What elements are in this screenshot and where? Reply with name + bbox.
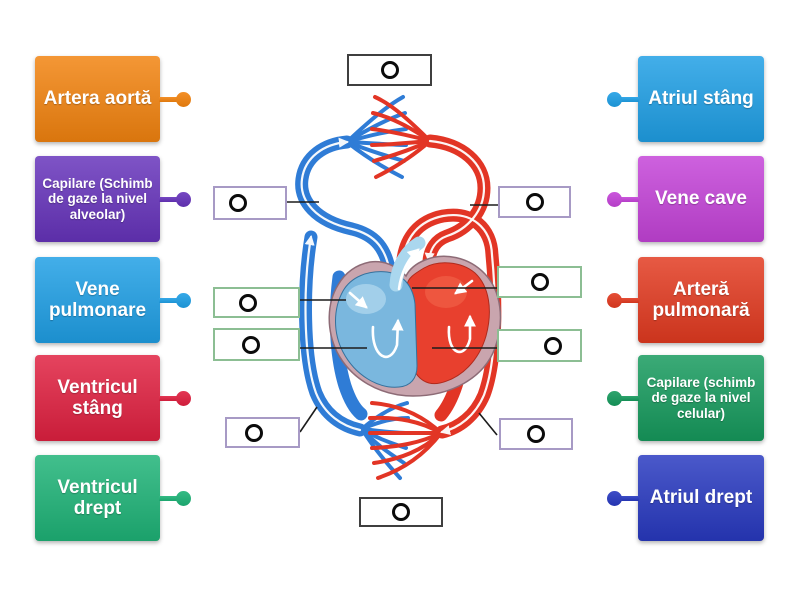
- connector-stub: [619, 196, 639, 202]
- slot-pointer-lines: [287, 201, 498, 436]
- drop-slot-lower-right[interactable]: [499, 418, 573, 450]
- flow-line-vena-cava: [304, 235, 362, 432]
- slot-marker: [543, 336, 562, 355]
- flow-arrow: [447, 314, 476, 354]
- label-text: Artera aortă: [43, 88, 152, 110]
- label-vene-pulmonare[interactable]: Vene pulmonare: [35, 257, 191, 343]
- label-text: Vene pulmonare: [48, 278, 147, 321]
- flow-arrow: [397, 248, 420, 291]
- right-atrium-shade: [346, 284, 386, 314]
- connector-stub: [619, 395, 639, 401]
- label-capilare-alveolar[interactable]: Capilare (Schimb de gaze la nivel alveol…: [35, 156, 191, 242]
- connector-stub: [159, 196, 179, 202]
- label-ventricul-drept[interactable]: Ventricul drept: [35, 455, 191, 541]
- flow-line-aorta: [401, 214, 496, 436]
- label-vene-cave[interactable]: Vene cave: [607, 156, 764, 242]
- connector-stub: [619, 297, 639, 303]
- label-artera-pulmonara[interactable]: Arteră pulmonară: [607, 257, 764, 343]
- connector-dot: [607, 490, 622, 506]
- connector-stub: [159, 96, 179, 102]
- flow-arrow: [348, 291, 368, 309]
- flow-line-pulmonary-artery: [300, 137, 392, 275]
- slot-marker: [530, 273, 549, 291]
- drop-slot-mid-right-1[interactable]: [497, 266, 582, 298]
- connector-dot: [176, 390, 191, 406]
- slot-marker: [238, 293, 257, 312]
- connector-stub: [159, 297, 179, 303]
- drop-slot-mid-right-2[interactable]: [497, 329, 582, 362]
- label-text: Vene cave: [655, 188, 747, 210]
- label-text: Ventricul drept: [57, 476, 138, 519]
- circulatory-diagram: [287, 95, 502, 480]
- body-capillaries: [360, 401, 443, 480]
- connector-stub: [159, 395, 179, 401]
- label-artera-aorta[interactable]: Artera aortă: [35, 56, 191, 142]
- slot-marker: [241, 335, 260, 354]
- slot-marker: [244, 423, 263, 442]
- connector-stub: [619, 495, 639, 501]
- label-ventricul-stang[interactable]: Ventricul stâng: [35, 355, 191, 441]
- drop-slot-bottom-center[interactable]: [359, 497, 443, 527]
- slot-marker: [229, 194, 247, 212]
- heart: [328, 236, 502, 397]
- slot-marker: [527, 425, 545, 443]
- slot-marker: [525, 193, 544, 211]
- connector-dot: [607, 91, 622, 107]
- drop-slot-mid-left-2[interactable]: [213, 328, 300, 361]
- label-text: Atriul stâng: [648, 88, 754, 110]
- lung-capillaries: [345, 95, 432, 179]
- connector-dot: [176, 191, 191, 207]
- connector-stub: [159, 495, 179, 501]
- label-atriul-stang[interactable]: Atriul stâng: [607, 56, 764, 142]
- label-text: Capilare (Schimb de gaze la nivel alveol…: [42, 176, 153, 222]
- flow-arrow: [371, 318, 404, 359]
- slot-marker: [392, 503, 410, 521]
- flow-line-pulmonary-vein: [424, 139, 486, 264]
- drop-slot-upper-left[interactable]: [213, 186, 287, 220]
- label-capilare-celular[interactable]: Capilare (schimb de gaze la nivel celula…: [607, 355, 764, 441]
- label-text: Arteră pulmonară: [652, 278, 750, 321]
- connector-dot: [176, 490, 191, 506]
- label-text: Ventricul stâng: [57, 376, 138, 419]
- label-text: Capilare (schimb de gaze la nivel celula…: [646, 375, 756, 421]
- drop-slot-upper-right[interactable]: [498, 186, 571, 218]
- drop-slot-top-center[interactable]: [347, 54, 432, 86]
- drop-slot-lower-left[interactable]: [225, 417, 300, 448]
- left-atrium-shade: [425, 276, 467, 308]
- connector-dot: [607, 191, 622, 207]
- connector-dot: [607, 292, 622, 308]
- pulmonary-trunk: [389, 236, 426, 292]
- flow-arrow: [454, 279, 474, 295]
- connector-dot: [607, 390, 622, 406]
- label-atriul-drept[interactable]: Atriul drept: [607, 455, 764, 541]
- connector-dot: [176, 292, 191, 308]
- slot-marker: [380, 61, 399, 79]
- connector-dot: [176, 91, 191, 107]
- connector-stub: [619, 96, 639, 102]
- label-text: Atriul drept: [649, 487, 753, 509]
- drop-slot-mid-left-1[interactable]: [213, 287, 300, 318]
